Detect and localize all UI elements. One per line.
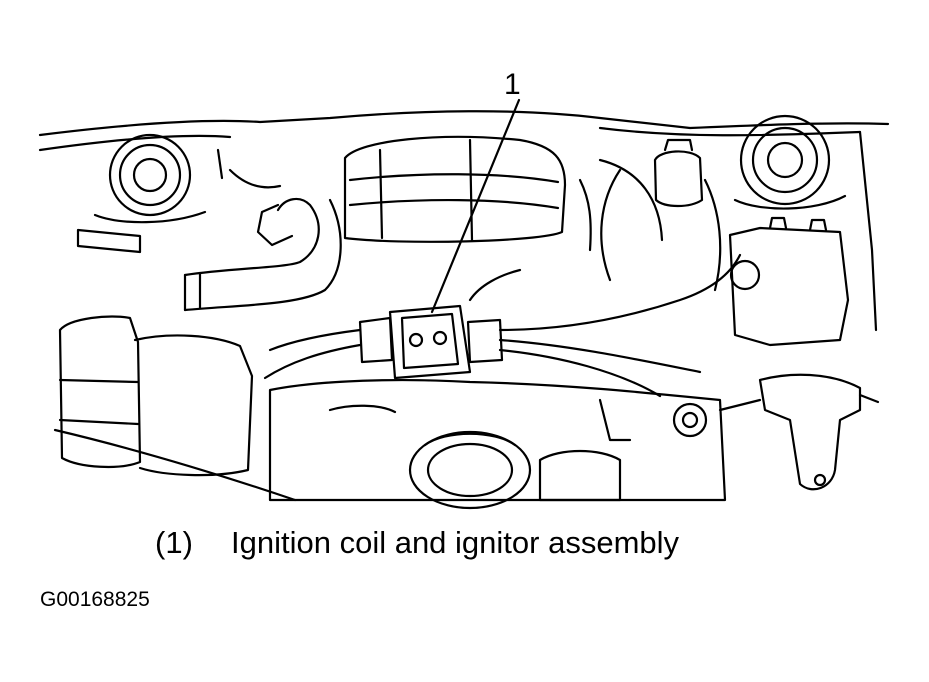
coolant-reservoir xyxy=(53,228,297,502)
spark-plug-wires xyxy=(263,253,742,398)
callout-number: 1 xyxy=(504,68,521,101)
vacuum-hoses xyxy=(216,148,664,252)
figure-id: G00168825 xyxy=(40,588,150,611)
firewall-outline xyxy=(38,110,890,332)
left-strut-tower xyxy=(93,133,207,224)
battery xyxy=(728,216,850,347)
engine-bay-illustration xyxy=(38,98,890,510)
caption: (1) Ignition coil and ignitor assembly xyxy=(155,525,679,561)
caption-number: (1) xyxy=(155,525,193,560)
callout-leader-line xyxy=(430,98,521,314)
caption-text: Ignition coil and ignitor assembly xyxy=(231,525,680,560)
intake-box xyxy=(343,135,567,243)
brake-fluid-reservoir xyxy=(600,138,722,292)
engine-block xyxy=(268,378,727,510)
right-strut-tower xyxy=(733,114,847,210)
radiator-hose xyxy=(183,197,342,312)
mounting-bracket xyxy=(718,373,880,491)
ignition-coil-assembly xyxy=(358,304,504,380)
